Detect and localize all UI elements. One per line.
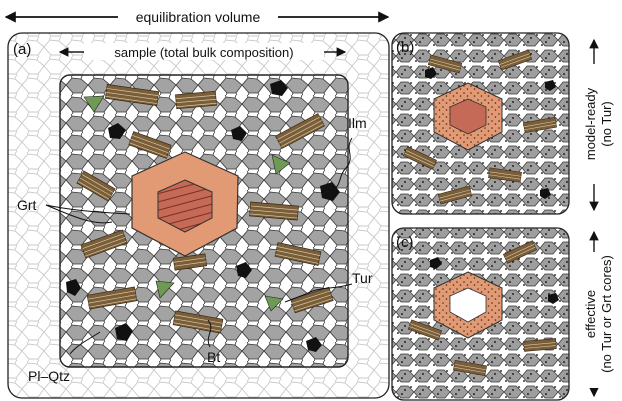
right-annotations: model-ready (no Tur) effective (no Tur o… [582, 38, 616, 398]
no-tur-grt-label: (no Tur or Grt cores) [599, 255, 614, 373]
sample-arrow: sample (total bulk composition) [58, 43, 347, 60]
panel-b-label: (b) [396, 39, 414, 56]
no-tur-label: (no Tur) [599, 101, 614, 147]
panel-a-label: (a) [13, 41, 31, 58]
ilm-label: Ilm [348, 115, 367, 131]
panel-c-biotite [407, 240, 557, 377]
panel-b-biotite [402, 49, 557, 205]
panel-a: (a) sample (total bulk composition) [7, 32, 390, 399]
equilibration-volume-arrow: equilibration volume [4, 8, 390, 26]
tur-label: Tur [352, 270, 373, 286]
bt-label: Bt [207, 349, 220, 365]
garnet-grain [131, 151, 239, 257]
panel-b-ilmenite [425, 67, 556, 199]
model-ready-label: model-ready [583, 87, 598, 160]
pl-qtz-label: Pl–Qtz [28, 368, 70, 384]
panel-b: (b) [391, 32, 570, 215]
effective-label: effective [583, 290, 598, 338]
equilibration-volume-label: equilibration volume [136, 9, 261, 25]
grt-label: Grt [17, 197, 37, 213]
annotations-a [45, 137, 353, 355]
tourmaline-grains [83, 95, 291, 312]
ilmenite-grains [66, 80, 340, 352]
panel-c: (c) [391, 227, 570, 401]
sample-label: sample (total bulk composition) [114, 45, 293, 60]
panel-c-ilmenite [430, 257, 559, 304]
panel-c-label: (c) [396, 234, 414, 251]
